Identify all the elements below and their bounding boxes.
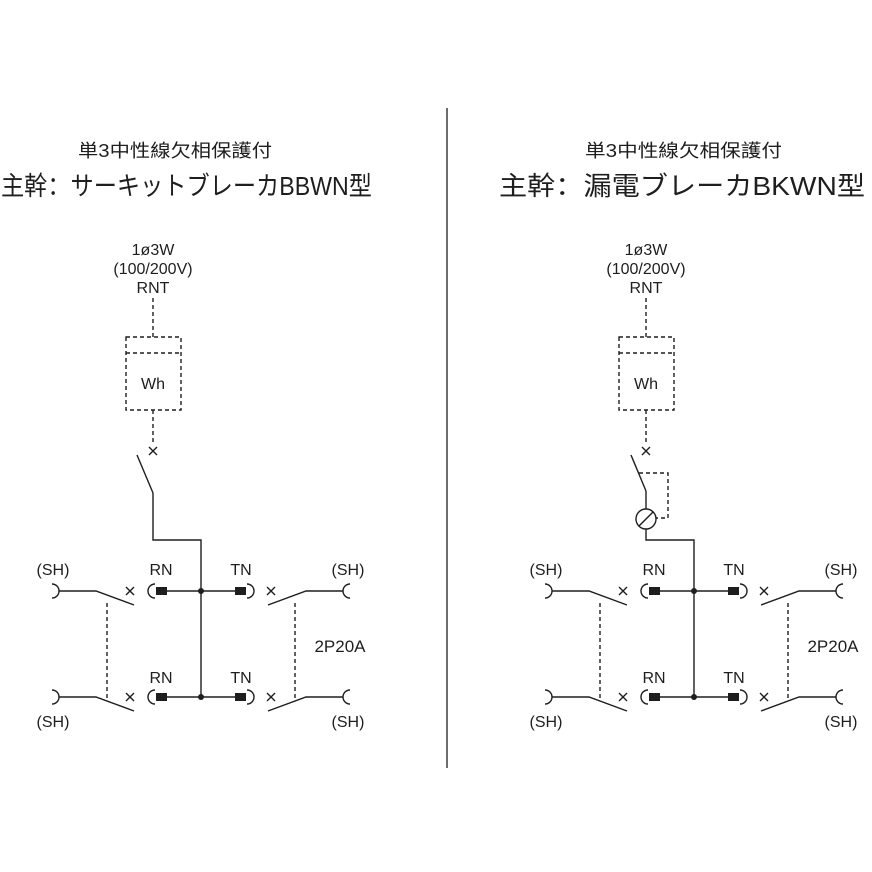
branch-2-junction-dot <box>691 694 697 700</box>
branch-1-right-contact-label: TN <box>723 562 744 579</box>
zct-slash <box>638 511 654 527</box>
branch-1-right-terminal-label: (SH) <box>332 562 365 579</box>
right-panel-title: 主幹：漏電ブレーカBKWN型 <box>499 171 865 201</box>
branch-1-right-terminal-icon <box>835 583 844 599</box>
right-circuit: 1ø3W (100/200V) RNT Wh (SH) RN TN (SH) R… <box>530 242 860 731</box>
meter-label: Wh <box>634 376 658 393</box>
branch-1-junction-dot <box>691 588 697 594</box>
left-panel: 単3中性線欠相保護付 主幹：サーキットブレーカBBWN型 1ø3W (100/2… <box>1 141 372 731</box>
supply-terminals-label: RNT <box>137 280 170 297</box>
branch-1-right-contact-x-icon <box>759 586 769 596</box>
main-feed-line <box>152 493 202 697</box>
supply-voltage-label: (100/200V) <box>113 261 192 278</box>
branch-2-rn-terminal-block <box>156 693 167 701</box>
branch-1-rn-terminal-block <box>649 587 660 595</box>
branch-2-rn-terminal-icon <box>147 689 156 705</box>
branch-1-left-contact-x-icon <box>125 586 135 596</box>
branch-2-right-contact-x-icon <box>759 692 769 702</box>
branch-1-right-terminal-icon <box>342 583 351 599</box>
branch-1-right-terminal-label: (SH) <box>825 562 858 579</box>
branch-2-left-terminal-label: (SH) <box>37 714 70 731</box>
main-breaker-contact-x-icon <box>148 446 158 456</box>
left-panel-title: 主幹：サーキットブレーカBBWN型 <box>1 171 372 201</box>
supply-terminals-label: RNT <box>630 280 663 297</box>
branch-1-tn-terminal-icon <box>739 583 748 599</box>
trip-linkage-dashed <box>639 472 669 519</box>
branch-2-left-switch-blade <box>552 696 628 712</box>
branch-1-left-switch-blade <box>552 590 628 606</box>
branch-1-tn-terminal-block <box>235 587 246 595</box>
branch-1-left-terminal-label: (SH) <box>530 562 563 579</box>
right-panel-subtitle: 単3中性線欠相保護付 <box>585 141 782 161</box>
branch-breaker-rating: 2P20A <box>807 637 859 656</box>
branch-1-left-contact-label: RN <box>642 562 665 579</box>
branch-2-right-switch-blade <box>267 696 343 712</box>
branch-2-left-contact-label: RN <box>149 670 172 687</box>
branch-2-right-terminal-label: (SH) <box>332 714 365 731</box>
branch-1-right-switch-blade <box>267 590 343 606</box>
branch-2-right-contact-label: TN <box>723 670 744 687</box>
branch-1-tn-terminal-block <box>728 587 739 595</box>
branch-1-rn-terminal-icon <box>640 583 649 599</box>
branch-2-left-contact-x-icon <box>618 692 628 702</box>
branch-2-left-contact-x-icon <box>125 692 135 702</box>
main-breaker-blade <box>630 454 647 492</box>
branch-2-tn-terminal-block <box>235 693 246 701</box>
branch-1-left-terminal-label: (SH) <box>37 562 70 579</box>
branch-2-left-contact-label: RN <box>642 670 665 687</box>
branch-2-right-terminal-label: (SH) <box>825 714 858 731</box>
branch-2-right-terminal-icon <box>835 689 844 705</box>
branch-2-tn-terminal-icon <box>739 689 748 705</box>
branch-breaker-rating: 2P20A <box>314 637 366 656</box>
branch-2-rn-terminal-block <box>649 693 660 701</box>
branch-1-right-switch-blade <box>760 590 836 606</box>
branch-1-junction-dot <box>198 588 204 594</box>
branch-1-rn-terminal-icon <box>147 583 156 599</box>
branch-2-rn-terminal-icon <box>640 689 649 705</box>
branch-1-right-contact-label: TN <box>230 562 251 579</box>
branch-2-right-terminal-icon <box>342 689 351 705</box>
supply-system-label: 1ø3W <box>132 242 176 259</box>
branch-2-tn-terminal-block <box>728 693 739 701</box>
main-breaker-blade <box>136 454 154 494</box>
branch-1-rn-terminal-block <box>156 587 167 595</box>
supply-voltage-label: (100/200V) <box>606 261 685 278</box>
branch-2-right-contact-x-icon <box>266 692 276 702</box>
branch-2-tn-terminal-icon <box>246 689 255 705</box>
left-panel-subtitle: 単3中性線欠相保護付 <box>78 141 272 161</box>
main-breaker-contact-x-icon <box>641 446 651 456</box>
left-circuit: 1ø3W (100/200V) RNT Wh (SH) RN TN (SH) R… <box>37 242 367 731</box>
supply-system-label: 1ø3W <box>625 242 669 259</box>
branch-1-left-contact-label: RN <box>149 562 172 579</box>
branch-2-right-contact-label: TN <box>230 670 251 687</box>
branch-1-tn-terminal-icon <box>246 583 255 599</box>
branch-1-right-contact-x-icon <box>266 586 276 596</box>
branch-2-left-terminal-label: (SH) <box>530 714 563 731</box>
right-panel: 単3中性線欠相保護付 主幹：漏電ブレーカBKWN型 1ø3W (100/200V… <box>499 141 865 731</box>
main-feed-line <box>645 529 695 697</box>
branch-2-junction-dot <box>198 694 204 700</box>
branch-2-right-switch-blade <box>760 696 836 712</box>
branch-2-left-switch-blade <box>59 696 135 712</box>
meter-label: Wh <box>141 376 165 393</box>
branch-1-left-contact-x-icon <box>618 586 628 596</box>
branch-1-left-switch-blade <box>59 590 135 606</box>
